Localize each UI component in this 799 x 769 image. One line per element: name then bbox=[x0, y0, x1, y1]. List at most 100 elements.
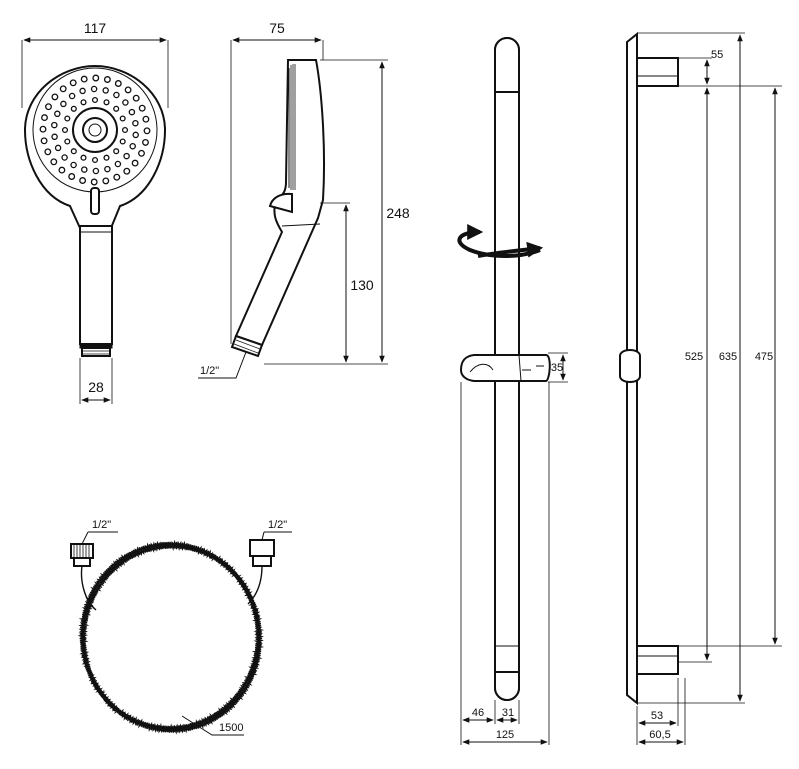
nozzle bbox=[119, 138, 126, 145]
thread-leader-line bbox=[198, 351, 247, 379]
hose-right-nut bbox=[249, 539, 275, 557]
bracket-spacing-centers-label: 475 bbox=[755, 351, 773, 363]
spray-selector bbox=[90, 187, 100, 215]
center-button-inner bbox=[88, 123, 102, 137]
bracket-height-label: 55 bbox=[711, 49, 723, 61]
nozzle bbox=[123, 152, 130, 160]
nozzle bbox=[138, 149, 145, 157]
nozzle bbox=[103, 99, 110, 106]
nozzle bbox=[103, 76, 111, 83]
nozzle bbox=[41, 114, 48, 122]
nozzle bbox=[128, 108, 136, 116]
nozzle bbox=[113, 105, 120, 112]
bottom-bracket bbox=[636, 645, 679, 675]
head-width-label: 117 bbox=[84, 20, 107, 36]
hose: 1/2" 1/2" 1500 bbox=[70, 519, 292, 736]
side-joint-line bbox=[281, 223, 321, 227]
nozzle bbox=[50, 158, 58, 166]
slide-bar-front-view: 35 46 31 125 bbox=[457, 37, 568, 745]
side-face-ribs bbox=[290, 64, 296, 190]
thread-connector bbox=[81, 347, 111, 357]
bracket-depth-label: 53 bbox=[651, 710, 663, 722]
nozzle bbox=[113, 91, 120, 99]
side-depth-label: 75 bbox=[269, 20, 285, 36]
center-button bbox=[82, 117, 108, 143]
nozzle bbox=[122, 99, 129, 106]
nozzle bbox=[92, 74, 100, 82]
nozzle bbox=[104, 165, 111, 173]
holder-offset-label: 46 bbox=[472, 707, 484, 719]
nozzle bbox=[103, 154, 110, 161]
nozzle bbox=[80, 154, 87, 161]
bracket-spacing-total-label: 635 bbox=[719, 351, 737, 363]
nozzle bbox=[61, 154, 68, 161]
nozzle bbox=[70, 161, 77, 169]
bracket-spacing-inner-label: 525 bbox=[685, 351, 703, 363]
nozzle bbox=[64, 138, 71, 145]
nozzle bbox=[91, 96, 99, 104]
nozzle bbox=[131, 159, 139, 167]
top-bracket bbox=[636, 57, 679, 87]
hose-right-end-label: 1/2" bbox=[268, 519, 287, 531]
nozzle bbox=[132, 131, 139, 139]
nozzle bbox=[64, 115, 71, 122]
slider-holder bbox=[459, 354, 551, 382]
hose-coil-strand bbox=[79, 542, 265, 735]
handle-body bbox=[79, 225, 113, 345]
nozzle bbox=[51, 133, 58, 141]
holder-total-label: 125 bbox=[496, 729, 514, 741]
nozzle bbox=[124, 86, 132, 94]
nozzle bbox=[102, 177, 110, 185]
nozzle bbox=[80, 99, 87, 106]
nozzle bbox=[70, 148, 77, 155]
nozzle bbox=[102, 87, 109, 94]
nozzle bbox=[142, 138, 149, 146]
handle-diameter-label: 28 bbox=[88, 379, 104, 395]
nozzle bbox=[59, 85, 67, 93]
nozzle bbox=[54, 144, 62, 152]
nozzle bbox=[92, 167, 100, 175]
nozzle bbox=[61, 126, 69, 134]
nozzle bbox=[113, 173, 121, 181]
thread-side-label: 1/2" bbox=[200, 365, 219, 377]
hose-length-leader bbox=[181, 715, 244, 736]
hose-left-end-label: 1/2" bbox=[92, 519, 111, 531]
nozzle bbox=[45, 103, 52, 111]
nozzle bbox=[60, 100, 67, 108]
shower-head-front-view: 117 28 bbox=[21, 20, 169, 404]
nozzle bbox=[143, 127, 151, 135]
slide-bar-side-view: 55 525 635 475 53 60,5 bbox=[619, 31, 782, 745]
nozzle-pattern bbox=[39, 74, 151, 186]
nozzle bbox=[44, 148, 52, 156]
nozzle bbox=[114, 80, 122, 87]
hose-lead-in bbox=[80, 565, 263, 611]
nozzle bbox=[79, 87, 86, 95]
nozzle bbox=[54, 110, 61, 118]
hose-left-ferrule bbox=[73, 557, 91, 567]
nozzle bbox=[40, 137, 48, 145]
rail-bottom-cap bbox=[494, 671, 520, 701]
side-selector bbox=[268, 192, 293, 214]
nozzle bbox=[123, 167, 131, 175]
hose-length-label: 1500 bbox=[219, 722, 243, 734]
nozzle bbox=[70, 105, 77, 112]
holder-depth-label: 31 bbox=[502, 707, 514, 719]
nozzle bbox=[90, 178, 98, 186]
nozzle bbox=[138, 104, 146, 112]
nozzle bbox=[142, 115, 150, 123]
nozzle bbox=[119, 115, 126, 122]
nozzle bbox=[68, 92, 76, 100]
hose-coil bbox=[77, 539, 265, 735]
nozzle bbox=[51, 93, 59, 101]
rotation-arrow-icon bbox=[457, 224, 544, 258]
nozzle bbox=[69, 79, 77, 87]
nozzle bbox=[58, 166, 66, 174]
hose-right-ferrule bbox=[252, 555, 272, 567]
nozzle bbox=[91, 156, 99, 164]
rail-top-cap bbox=[494, 37, 520, 93]
nozzle bbox=[79, 177, 87, 184]
handle-length-label: 130 bbox=[350, 277, 374, 293]
nozzle bbox=[132, 119, 139, 127]
side-slider bbox=[619, 349, 641, 383]
